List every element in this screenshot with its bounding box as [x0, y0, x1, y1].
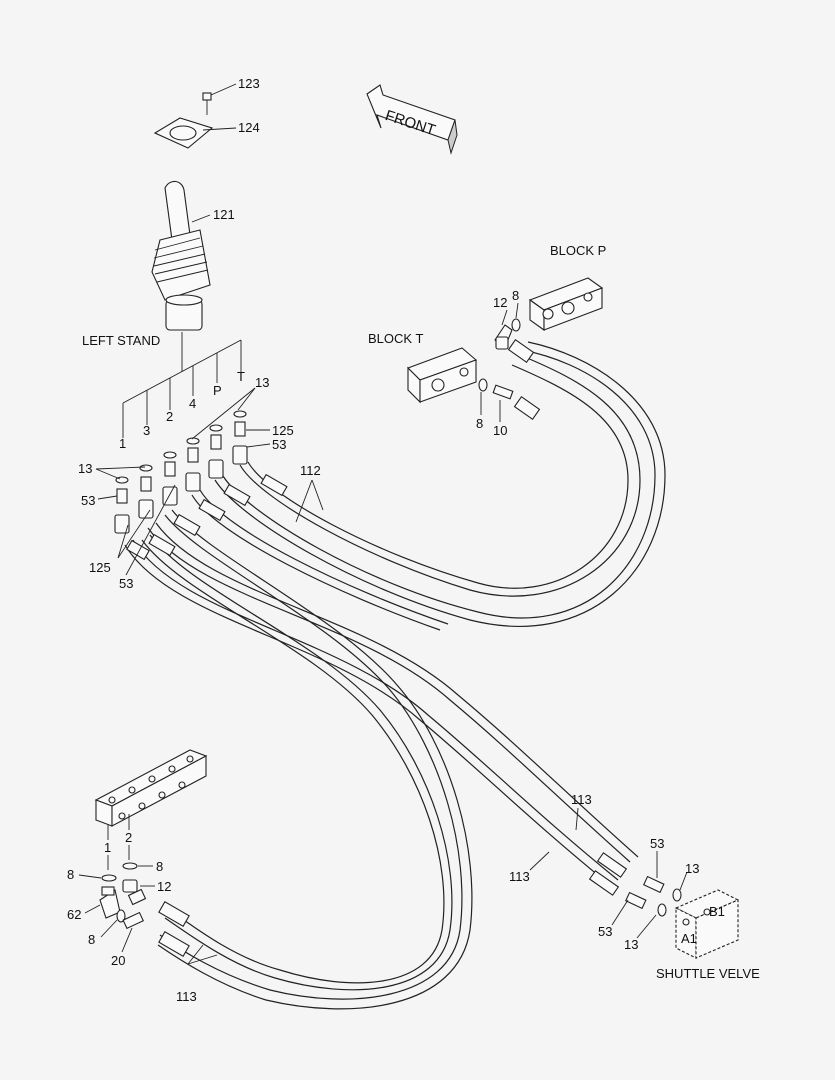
part-number-113-bottom: 113: [176, 989, 197, 1004]
manifold-port-1: 1: [104, 840, 112, 855]
part-number-8-block-t: 8: [476, 416, 484, 431]
part-number-13-top: 13: [255, 375, 270, 390]
part-number-53-left: 53: [81, 493, 96, 508]
block-t: [407, 347, 478, 404]
block-p: [528, 277, 604, 332]
part-number-113-right: 113: [509, 869, 530, 884]
port-label-3: 3: [143, 423, 151, 438]
port-label-1: 1: [119, 436, 127, 451]
port-label-p: P: [213, 383, 222, 398]
part-number-12-manifold: 12: [157, 879, 172, 894]
mounting-plate-124: [153, 117, 214, 149]
part-number-8-a: 8: [67, 867, 75, 882]
part-number-125-top: 125: [272, 423, 294, 438]
left-stand-label: LEFT STAND: [82, 333, 161, 348]
hoses-113: [124, 509, 639, 1010]
front-arrow: [366, 84, 458, 155]
part-number-13-shuttle-top: 13: [685, 861, 700, 876]
manifold-port-2: 2: [125, 830, 133, 845]
joystick-121: [151, 180, 211, 331]
part-number-53-shuttle-top: 53: [650, 836, 665, 851]
port-label-b1: B1: [709, 904, 725, 919]
manifold-block: [94, 749, 208, 827]
part-number-62: 62: [67, 907, 82, 922]
joystick-fittings: [114, 410, 248, 534]
block-p-label: BLOCK P: [550, 243, 607, 258]
shuttle-valve-label: SHUTTLE VELVE: [656, 966, 760, 981]
part-number-112: 112: [300, 463, 321, 478]
part-number-13-left: 13: [78, 461, 93, 476]
port-label-4: 4: [189, 396, 197, 411]
shuttle-valve: [674, 889, 740, 959]
block-p-fittings: [494, 318, 521, 350]
block-t-label: BLOCK T: [368, 331, 424, 346]
manifold-fittings: [99, 862, 147, 930]
part-number-123: 123: [238, 76, 260, 91]
part-number-12-block-p: 12: [493, 295, 508, 310]
bolt-123: [202, 92, 212, 115]
port-label-a1: A1: [681, 931, 697, 946]
block-t-fittings: [478, 378, 514, 400]
hose-ends: [126, 339, 628, 957]
port-label-t: T: [237, 369, 245, 384]
part-number-53-top: 53: [272, 437, 287, 452]
part-number-8-b: 8: [156, 859, 164, 874]
part-number-13-shuttle-bottom: 13: [624, 937, 639, 952]
part-number-8-c: 8: [88, 932, 96, 947]
part-number-53-bottom: 53: [119, 576, 134, 591]
hoses-112: [191, 341, 666, 631]
part-number-10: 10: [493, 423, 508, 438]
port-tree: [122, 339, 242, 438]
part-number-20: 20: [111, 953, 126, 968]
part-number-113-right-top: 113: [571, 792, 592, 807]
part-number-124: 124: [238, 120, 260, 135]
port-label-2: 2: [166, 409, 174, 424]
shuttle-fittings: [624, 875, 682, 917]
joystick-leaders: [95, 387, 324, 576]
part-number-121: 121: [213, 207, 235, 222]
part-number-125-bottom: 125: [89, 560, 111, 575]
part-number-8-block-p: 8: [512, 288, 520, 303]
part-number-53-shuttle-bottom: 53: [598, 924, 613, 939]
